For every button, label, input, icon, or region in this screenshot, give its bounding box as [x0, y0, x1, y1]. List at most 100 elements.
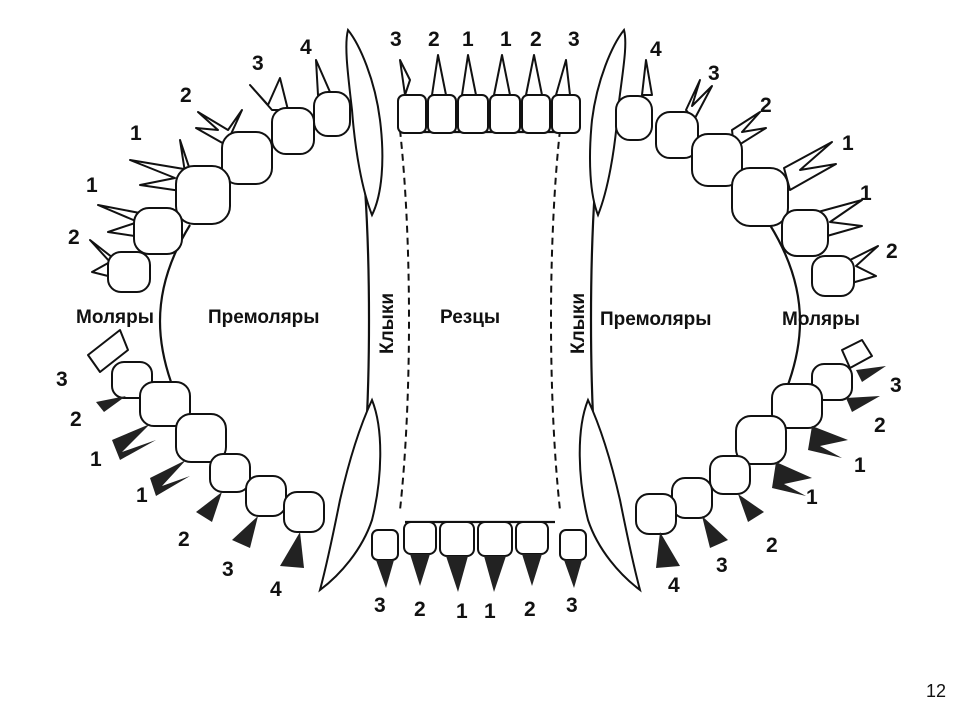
lower-left-molar-3: [87, 329, 129, 373]
tooth-number-label: 1: [854, 454, 866, 477]
lower-left-premolar-2: [196, 453, 251, 522]
upper-incisor-tooth: [427, 54, 457, 134]
upper-left-molar-1b: [97, 204, 183, 255]
right-canine-dashed-line: [550, 129, 561, 511]
lower-left-premolar-3: [232, 475, 287, 548]
group-label-canines-left: Клыки: [377, 293, 398, 354]
tooth-number-label: 1: [500, 28, 512, 51]
tooth-number-label: 2: [760, 94, 772, 117]
tooth-number-label: 2: [180, 84, 192, 107]
tooth-number-label: 1: [130, 122, 142, 145]
upper-incisor-tooth: [551, 59, 581, 134]
tooth-number-label: 3: [568, 28, 580, 51]
lower-left-number-labels: 3 2 1 1 2 3 4: [56, 368, 282, 601]
upper-incisor-tooth: [489, 54, 521, 134]
tooth-number-label: 1: [860, 182, 872, 205]
tooth-number-label: 1: [136, 484, 148, 507]
lower-right-number-labels: 4 3 2 1 1 2 3: [668, 374, 902, 597]
upper-right-canine: [589, 27, 627, 218]
tooth-number-label: 3: [390, 28, 402, 51]
upper-incisor-number-labels: 3 2 1 1 2 3: [390, 28, 580, 51]
lower-incisor-tooth: [371, 529, 399, 588]
lower-right-molar-2: [811, 363, 880, 412]
lower-incisor-tooth: [477, 521, 513, 592]
upper-left-molar-1: [129, 139, 231, 225]
lower-left-premolar-4: [280, 491, 325, 568]
upper-left-molar-2: [195, 109, 273, 185]
upper-right-premolar-3: [655, 79, 713, 159]
tooth-number-label: 1: [842, 132, 854, 155]
group-label-molars-right: Моляры: [782, 309, 860, 330]
lower-left-posterior-teeth: [87, 329, 325, 568]
tooth-number-label: 3: [374, 594, 386, 617]
tooth-number-label: 1: [462, 28, 474, 51]
tooth-number-label: 3: [222, 558, 234, 581]
group-label-molars-left: Моляры: [76, 307, 154, 328]
tooth-number-label: 3: [252, 52, 264, 75]
upper-incisor-tooth: [457, 54, 489, 134]
tooth-number-label: 1: [806, 486, 818, 509]
tooth-number-label: 2: [428, 28, 440, 51]
lower-incisor-number-labels: 3 2 1 1 2 3: [374, 594, 578, 623]
tooth-number-label: 1: [456, 600, 468, 623]
upper-right-premolar-4: [615, 59, 653, 141]
upper-right-molar-2: [691, 111, 767, 187]
upper-right-posterior-teeth: [615, 59, 879, 297]
lower-left-canine: [318, 397, 382, 593]
tooth-number-label: 1: [484, 600, 496, 623]
tooth-number-label: 2: [178, 528, 190, 551]
lower-left-molar-1b: [150, 413, 227, 496]
lower-right-premolar-2: [709, 455, 764, 522]
tooth-number-label: 1: [86, 174, 98, 197]
group-label-premolars-right: Премоляры: [600, 309, 712, 330]
tooth-number-label: 4: [300, 36, 312, 59]
tooth-number-label: 3: [566, 594, 578, 617]
lower-incisor-tooth: [559, 529, 587, 588]
lower-right-premolar-4: [635, 493, 680, 568]
upper-incisor-tooth: [397, 59, 427, 134]
tooth-number-label: 2: [766, 534, 778, 557]
upper-left-molar-2b: [89, 239, 151, 293]
upper-left-posterior-teeth: [89, 59, 351, 293]
lower-incisor-tooth: [439, 521, 475, 592]
upper-right-number-labels: 4 3 2 1 1 2: [650, 38, 898, 263]
group-label-incisors: Резцы: [440, 307, 500, 328]
lower-incisor-tooth: [403, 521, 437, 586]
tooth-number-label: 2: [414, 598, 426, 621]
group-label-premolars-left: Премоляры: [208, 307, 320, 328]
slide-number: 12: [925, 681, 946, 701]
canine-teeth: [318, 27, 642, 593]
tooth-number-label: 2: [68, 226, 80, 249]
group-label-canines-right: Клыки: [568, 293, 589, 354]
tooth-number-label: 4: [270, 578, 282, 601]
group-labels: Моляры Премоляры Резцы Премоляры Моляры …: [76, 293, 860, 354]
upper-left-premolar-4: [313, 59, 351, 137]
lower-incisors: [371, 521, 587, 592]
upper-left-canine: [345, 27, 384, 218]
left-canine-dashed-line: [399, 129, 410, 511]
upper-incisor-tooth: [521, 54, 551, 134]
upper-left-number-labels: 4 3 2 1 1 2: [68, 36, 312, 249]
tooth-number-label: 2: [70, 408, 82, 431]
tooth-number-label: 2: [524, 598, 536, 621]
tooth-number-label: 3: [890, 374, 902, 397]
tooth-number-label: 3: [716, 554, 728, 577]
lower-right-canine: [578, 397, 642, 593]
lower-left-molar-1: [112, 381, 191, 460]
tooth-number-label: 3: [56, 368, 68, 391]
lower-incisor-tooth: [515, 521, 549, 586]
tooth-number-label: 2: [874, 414, 886, 437]
lower-right-posterior-teeth: [635, 339, 886, 568]
tooth-number-label: 4: [650, 38, 662, 61]
tooth-number-label: 3: [708, 62, 720, 85]
upper-right-molar-1b: [781, 199, 863, 257]
upper-left-premolar-3: [249, 77, 315, 155]
lower-right-molar-1b: [735, 415, 812, 496]
tooth-number-label: 2: [530, 28, 542, 51]
tooth-number-label: 2: [886, 240, 898, 263]
upper-right-molar-1: [731, 141, 837, 227]
lower-right-molar-3: [841, 339, 886, 382]
lower-right-molar-1: [771, 383, 848, 458]
upper-incisors: [397, 54, 581, 134]
